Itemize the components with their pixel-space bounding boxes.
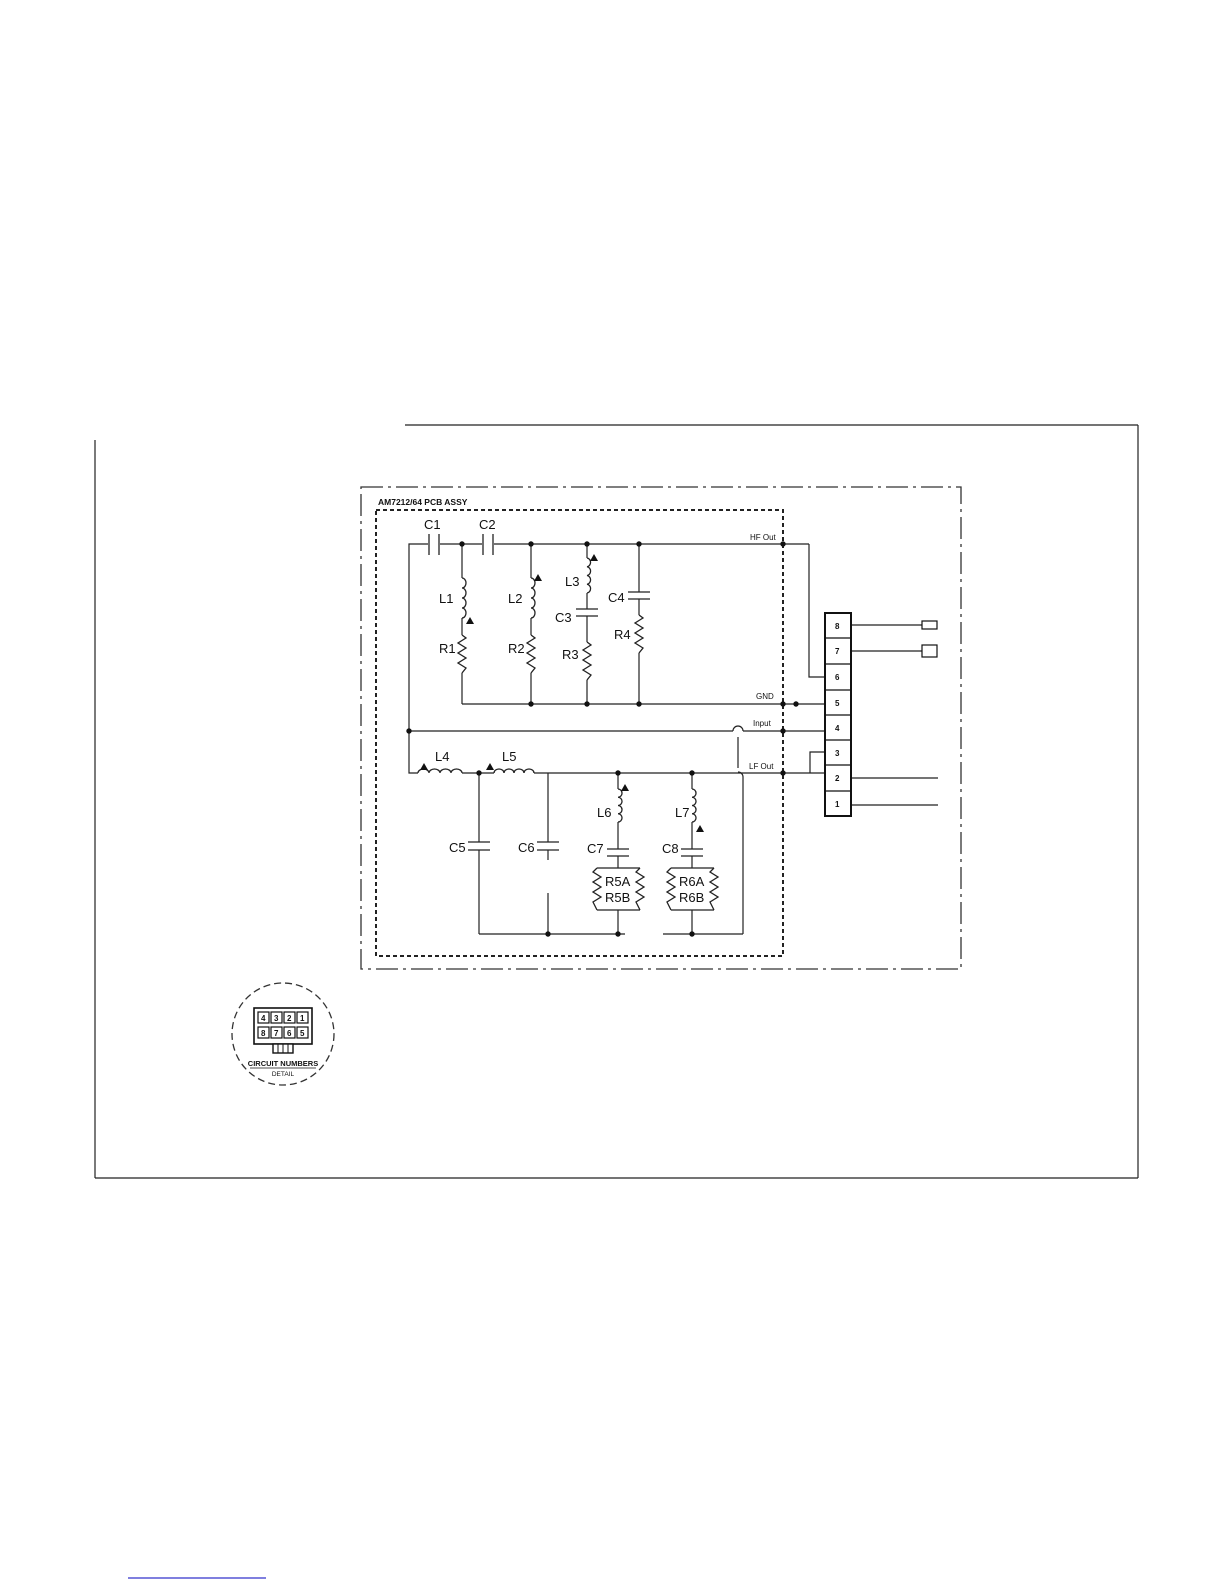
pcb-outline [376,510,783,956]
capacitor-c7: C7 [587,841,629,856]
svg-text:7: 7 [274,1029,279,1038]
svg-text:4: 4 [261,1014,266,1023]
svg-text:C7: C7 [587,841,604,856]
svg-text:R5A: R5A [605,874,631,889]
svg-text:C2: C2 [479,517,496,532]
connector-pin-3: 3 [835,749,840,758]
net-label-hf-out: HF Out [750,533,777,542]
resistor-r2: R2 [508,635,535,673]
pcb-title: AM7212/64 PCB ASSY [378,497,468,507]
connector-pin-2: 2 [835,774,840,783]
svg-text:8: 8 [261,1029,266,1038]
svg-text:L5: L5 [502,749,516,764]
connector-8pin: 8 7 6 5 4 3 2 1 [825,613,851,816]
svg-text:L2: L2 [508,591,522,606]
svg-text:L7: L7 [675,805,689,820]
net-label-lf-out: LF Out [749,762,774,771]
capacitor-c2: C2 [479,517,496,555]
resistor-pair-r5: R5A R5B [593,868,644,910]
net-label-input: Input [753,719,772,728]
svg-text:L1: L1 [439,591,453,606]
capacitor-c8: C8 [662,841,703,856]
svg-text:5: 5 [300,1029,305,1038]
capacitor-c4: C4 [608,590,650,605]
svg-text:R6B: R6B [679,890,704,905]
svg-text:R5B: R5B [605,890,630,905]
svg-text:L6: L6 [597,805,611,820]
svg-text:C1: C1 [424,517,441,532]
net-label-gnd: GND [756,692,774,701]
capacitor-c6: C6 [518,840,559,855]
svg-text:1: 1 [300,1014,305,1023]
inductor-l5: L5 [486,749,534,773]
inductor-l7: L7 [675,789,704,832]
svg-text:R6A: R6A [679,874,705,889]
capacitor-c3: C3 [555,609,598,625]
svg-text:R2: R2 [508,641,525,656]
svg-text:6: 6 [287,1029,292,1038]
svg-text:3: 3 [274,1014,279,1023]
connector-pin-4: 4 [835,724,840,733]
inductor-l4: L4 [418,749,462,773]
inductor-l3: L3 [565,554,598,593]
resistor-pair-r6: R6A R6B [667,868,718,910]
resistor-r3: R3 [562,642,591,680]
terminal-pin-8 [922,621,937,629]
enclosure-outline [361,487,961,969]
svg-text:C3: C3 [555,610,572,625]
inductor-l1: L1 [439,578,474,624]
svg-text:L3: L3 [565,574,579,589]
svg-text:2: 2 [287,1014,292,1023]
resistor-r4: R4 [614,615,643,653]
capacitor-c1: C1 [424,517,441,555]
svg-text:C5: C5 [449,840,466,855]
inductor-l6: L6 [597,784,629,822]
svg-text:R4: R4 [614,627,631,642]
connector-pin-5: 5 [835,699,840,708]
connector-pin-6: 6 [835,673,840,682]
capacitor-c5: C5 [449,840,490,855]
detail-label: CIRCUIT NUMBERS [248,1059,318,1068]
svg-text:C8: C8 [662,841,679,856]
svg-text:R1: R1 [439,641,456,656]
connector-pin-1: 1 [835,800,840,809]
inductor-l2: L2 [508,574,542,618]
connector-pin-7: 7 [835,647,840,656]
circuit-numbers-detail: 4 3 2 1 8 7 6 5 CIRCUIT NUMBERS DETAIL [232,983,334,1085]
svg-text:L4: L4 [435,749,449,764]
svg-text:C4: C4 [608,590,625,605]
detail-sublabel: DETAIL [272,1071,295,1078]
svg-text:R3: R3 [562,647,579,662]
svg-text:C6: C6 [518,840,535,855]
resistor-r1: R1 [439,635,466,673]
terminal-pin-7 [922,645,937,657]
connector-pin-8: 8 [835,622,840,631]
